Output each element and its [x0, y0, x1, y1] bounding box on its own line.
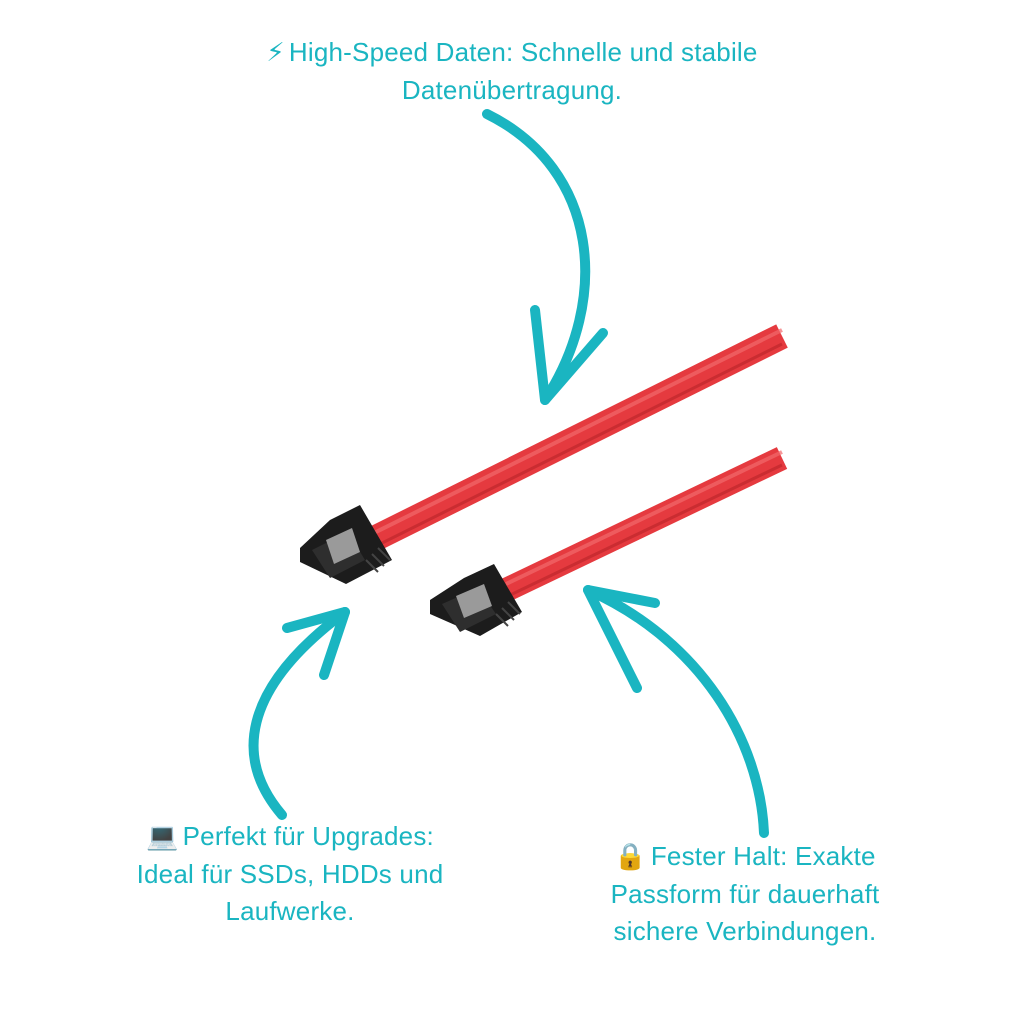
laptop-icon: 💻: [146, 822, 179, 852]
caption-top-line-2: Datenübertragung.: [401, 75, 623, 105]
sata-cable-lower: [430, 447, 788, 636]
arrow-top: [482, 109, 608, 405]
caption-left-line-2: Ideal für SSDs, HDDs und: [136, 859, 444, 889]
sata-connector-upper: [300, 505, 392, 584]
caption-left-line-3: Laufwerke.: [225, 896, 355, 926]
caption-upgrades: 💻Perfekt für Upgrades: Ideal für SSDs, H…: [95, 818, 485, 930]
caption-top-line-1: High-Speed Daten: Schnelle und stabile: [288, 37, 758, 67]
lock-icon: 🔒: [614, 842, 647, 872]
sata-cable-upper: [300, 324, 788, 584]
lightning-bolt-icon: ⚡: [266, 38, 285, 68]
caption-right-line-3: sichere Verbindungen.: [613, 916, 877, 946]
caption-high-speed: ⚡High-Speed Daten: Schnelle und stabile …: [212, 34, 812, 109]
arrow-bottom-left: [248, 607, 350, 820]
sata-connector-lower: [430, 564, 522, 636]
caption-right-line-2: Passform für dauerhaft: [610, 879, 880, 909]
caption-right-line-1: Fester Halt: Exakte: [650, 841, 876, 871]
caption-secure-fit: 🔒Fester Halt: Exakte Passform für dauerh…: [560, 838, 930, 950]
caption-left-line-1: Perfekt für Upgrades:: [182, 821, 434, 851]
arrow-bottom-right: [583, 585, 769, 838]
